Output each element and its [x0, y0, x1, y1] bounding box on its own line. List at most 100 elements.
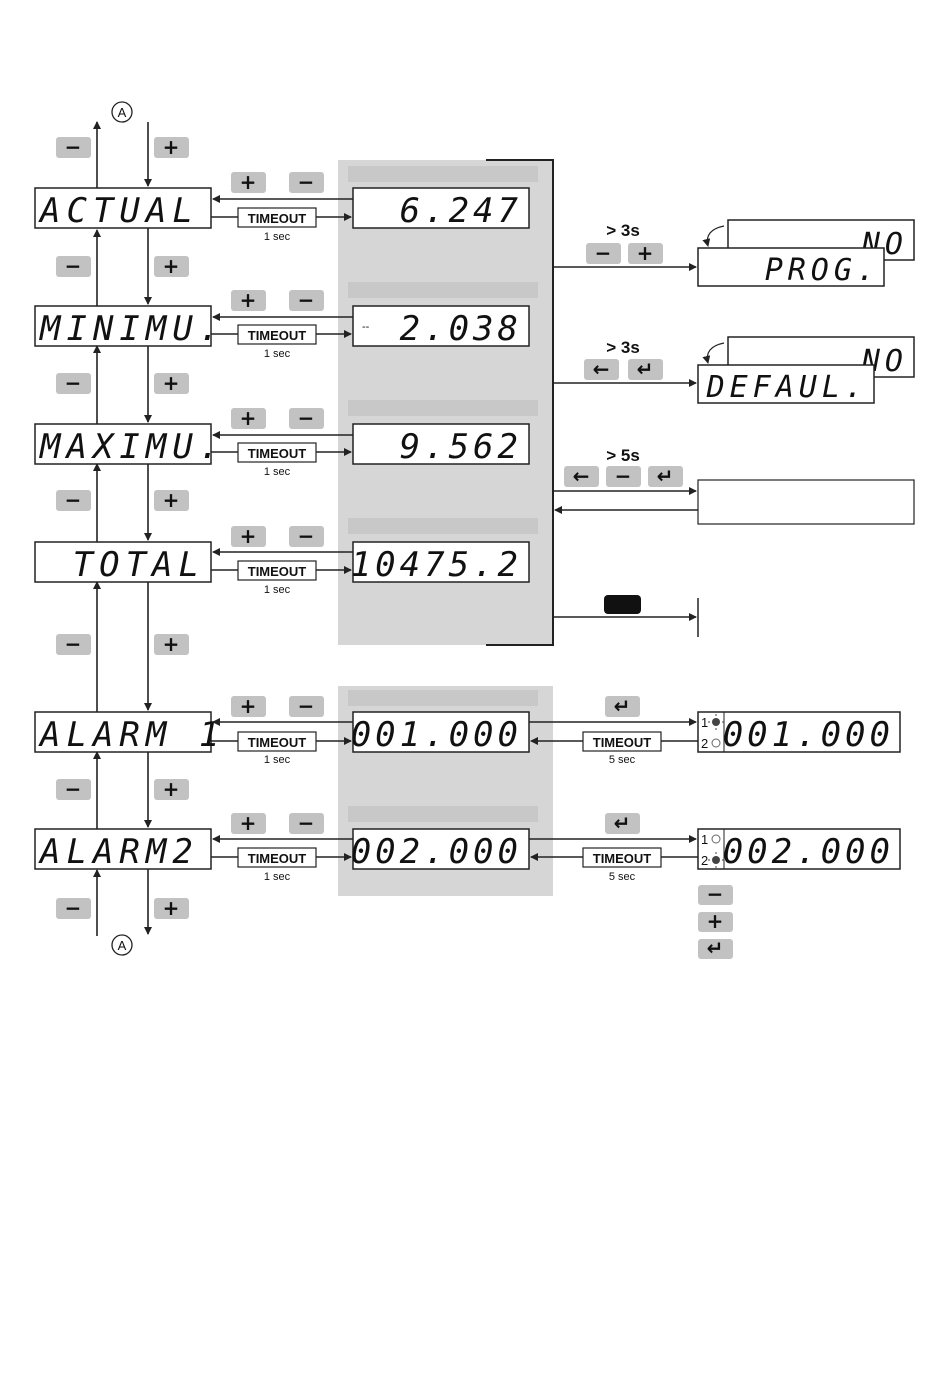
plus-key[interactable]	[154, 256, 189, 277]
action-other: > 5s ← − ↵	[553, 446, 915, 525]
hold-duration: > 3s	[606, 221, 640, 240]
default-screen-label: DEFAUL.	[706, 370, 868, 405]
menu-screen-maximu	[34, 423, 212, 465]
menu-screen-maximu-label: MAXIMU.	[39, 427, 225, 467]
enter-icon: ↵	[707, 936, 724, 960]
minus-key[interactable]	[56, 779, 91, 800]
minus-key[interactable]	[586, 243, 621, 264]
row-alarm2: ALARM2 002.000 + − TIMEOUT 1 sec ↵ TIMEO…	[34, 811, 901, 883]
bracket	[486, 159, 554, 646]
minus-key[interactable]	[698, 885, 733, 905]
prog-screen	[697, 247, 885, 287]
enter-key[interactable]	[605, 813, 640, 834]
plus-icon: +	[163, 371, 180, 395]
minus-icon: −	[298, 170, 315, 194]
minus-key[interactable]	[56, 634, 91, 655]
enter-key[interactable]	[648, 466, 683, 487]
minus-key[interactable]	[56, 490, 91, 511]
timeout-label: TIMEOUT	[248, 735, 307, 750]
value-screen-total-value: 10475.2	[351, 545, 522, 585]
plus-key[interactable]	[154, 898, 189, 919]
value-screen-actual-value: 6.247	[400, 191, 522, 231]
menu-screen-total	[34, 541, 212, 583]
plus-key[interactable]	[154, 137, 189, 158]
value-screen-maximu	[352, 423, 530, 465]
plus-icon: +	[637, 241, 654, 265]
minus-key[interactable]	[606, 466, 641, 487]
plus-key[interactable]	[231, 172, 266, 193]
value-screen-maximu-value: 9.562	[400, 427, 522, 467]
minus-key[interactable]	[56, 137, 91, 158]
minus-icon: −	[65, 371, 82, 395]
plus-key[interactable]	[231, 408, 266, 429]
plus-icon: +	[240, 811, 257, 835]
menu-screen-alarm1-label: ALARM 1	[38, 715, 225, 755]
plus-icon: +	[240, 694, 257, 718]
led-off-icon	[711, 738, 721, 748]
timeout-duration: 1 sec	[264, 871, 291, 883]
left-key[interactable]	[564, 466, 599, 487]
led-1-number: 1	[701, 715, 708, 730]
plus-key[interactable]	[154, 779, 189, 800]
plus-icon: +	[163, 777, 180, 801]
minus-key[interactable]	[56, 256, 91, 277]
led-2-number: 2	[701, 736, 708, 751]
plus-icon: +	[240, 406, 257, 430]
value-screen-alarm2	[352, 828, 530, 870]
action-black-key	[553, 595, 699, 637]
row-actual: ACTUAL 6.247 + − TIMEOUT 1 sec	[34, 170, 530, 243]
value-screen-minimu-sign: --	[362, 321, 370, 333]
minus-icon: −	[65, 135, 82, 159]
menu-screen-alarm1	[34, 711, 212, 753]
left-key[interactable]	[584, 359, 619, 380]
minus-key[interactable]	[289, 408, 324, 429]
minus-key[interactable]	[56, 898, 91, 919]
minus-key[interactable]	[56, 373, 91, 394]
led-off-icon	[711, 834, 721, 844]
minus-icon: −	[615, 464, 632, 488]
led-2-number: 2	[701, 853, 708, 868]
connector-a-top-label: A	[118, 105, 127, 120]
value-screen-total	[352, 541, 530, 583]
hold-duration: > 3s	[606, 338, 640, 357]
plus-key[interactable]	[231, 290, 266, 311]
plus-icon: +	[240, 524, 257, 548]
minus-key[interactable]	[289, 172, 324, 193]
blank-target-box	[697, 479, 915, 525]
timeout-duration: 5 sec	[609, 754, 636, 766]
minus-key[interactable]	[289, 813, 324, 834]
plus-key[interactable]	[231, 696, 266, 717]
menu-screen-minimu	[34, 305, 212, 347]
alarm2-edit-value: 002.000	[723, 832, 894, 872]
plus-icon: +	[163, 896, 180, 920]
minus-key[interactable]	[289, 290, 324, 311]
plus-icon: +	[163, 632, 180, 656]
plus-key[interactable]	[698, 912, 733, 932]
led-on-icon	[712, 718, 720, 726]
enter-key[interactable]	[698, 939, 733, 959]
value-screen-alarm2-value: 002.000	[351, 832, 522, 872]
plus-key[interactable]	[154, 373, 189, 394]
nav-keys: − + − + − + − + − + − + − +	[56, 135, 189, 920]
value-screen-alarm1-value: 001.000	[351, 715, 522, 755]
minus-key[interactable]	[289, 526, 324, 547]
enter-key[interactable]	[605, 696, 640, 717]
plus-icon: +	[163, 254, 180, 278]
timeout-duration: 1 sec	[264, 348, 291, 360]
row-alarm1: ALARM 1 001.000 + − TIMEOUT 1 sec ↵ TIME…	[34, 694, 901, 766]
plus-key[interactable]	[154, 634, 189, 655]
plus-key[interactable]	[628, 243, 663, 264]
black-key[interactable]	[604, 595, 641, 614]
minus-icon: −	[65, 896, 82, 920]
plus-key[interactable]	[231, 813, 266, 834]
plus-key[interactable]	[231, 526, 266, 547]
default-screen	[697, 364, 875, 404]
row-total: TOTAL 10475.2 + − TIMEOUT 1 sec	[34, 524, 530, 596]
enter-key[interactable]	[628, 359, 663, 380]
minus-key[interactable]	[289, 696, 324, 717]
alarm1-edit-screen	[697, 711, 901, 753]
plus-key[interactable]	[154, 490, 189, 511]
plus-icon: +	[163, 135, 180, 159]
plus-icon: +	[707, 909, 724, 933]
